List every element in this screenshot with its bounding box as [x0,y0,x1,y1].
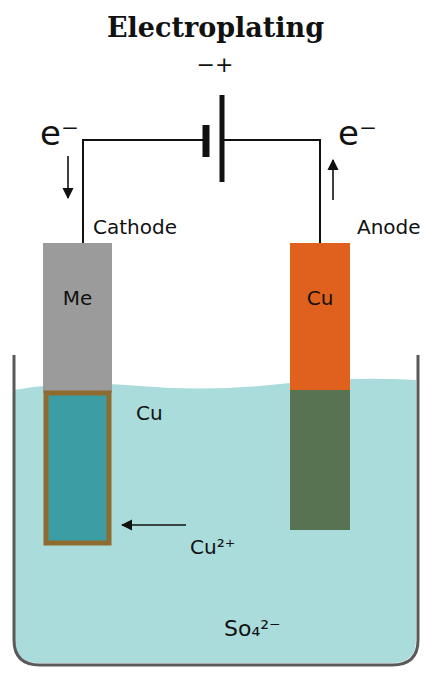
ion-flow-arrow [122,524,186,526]
cathode-label: Cathode [93,216,177,239]
electron-flow-arrow [67,156,69,198]
electrode: Me [43,243,112,545]
electron-flow-arrow [332,160,334,200]
electron-label: e⁻ [338,114,377,153]
anode-electrode-label: Cu [307,287,334,310]
beaker [14,355,418,665]
cathode-electrode-label: Me [63,287,93,310]
copper-ion-label: Cu²⁺ [190,536,235,559]
battery-positive-plate [220,95,225,182]
battery-polarity: −+ [197,52,234,77]
wire [222,140,320,243]
diagram-title: Electroplating [107,12,324,43]
anode-submerged-part [290,390,350,530]
battery-negative-plate [203,125,210,157]
cathode-electrode [43,243,112,393]
copper-coating [46,393,109,543]
wire [83,140,205,243]
electrode: Cu [290,243,350,530]
sulfate-ion-label: So₄²⁻ [224,616,281,641]
electron-label: e⁻ [40,114,79,153]
copper-layer-label: Cu [136,402,163,425]
electrolyte-solution [14,379,416,663]
anode-label: Anode [357,216,421,239]
anode-electrode [290,243,350,390]
